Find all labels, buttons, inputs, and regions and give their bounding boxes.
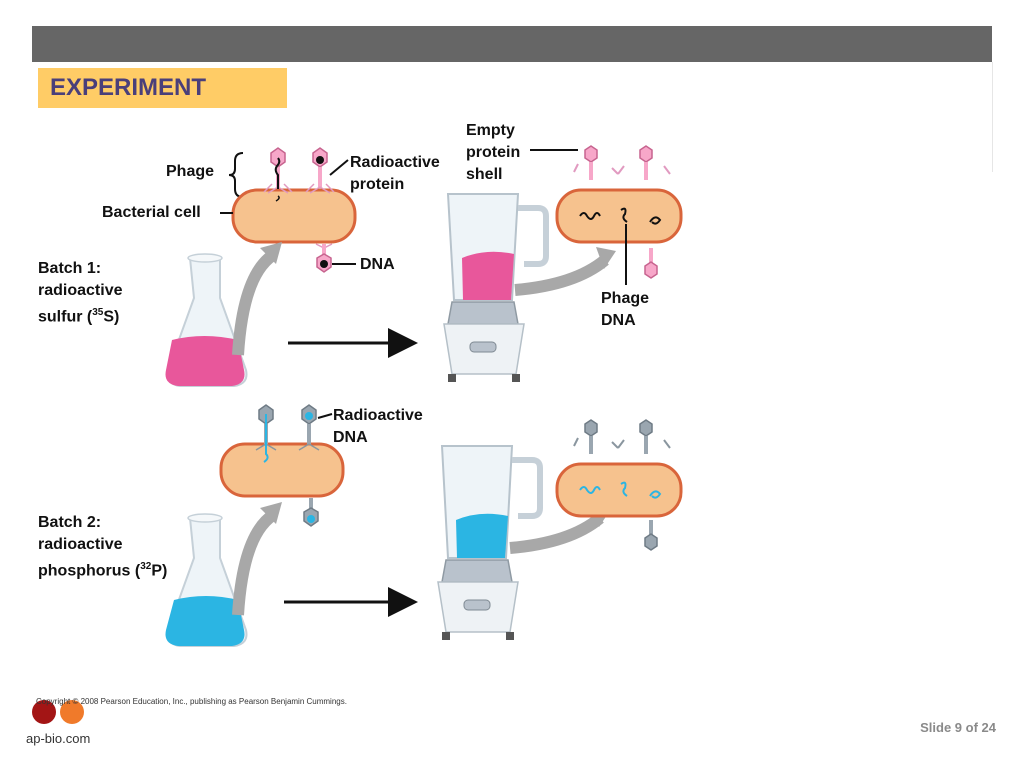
bacterial-cell-icon: [233, 190, 355, 242]
batch-2-isotope-symbol: P): [151, 562, 167, 579]
batch-1-line2: radioactive: [38, 282, 122, 299]
slide-number: Slide 9 of 24: [920, 720, 996, 735]
batch-2-label: Batch 2: radioactive phosphorus (32P): [38, 512, 167, 582]
phage-icon: [306, 148, 334, 193]
batch-2-line2: radioactive: [38, 536, 122, 553]
label-radioactive-protein: Radioactive protein: [350, 152, 440, 196]
site-name: ap-bio.com: [26, 731, 90, 746]
label-dna: DNA: [360, 254, 395, 276]
batch-2-isotope-mass: 32: [140, 561, 151, 572]
label-phage-dna: Phage DNA: [601, 288, 649, 332]
arrow-icon: [510, 518, 600, 548]
batch-2-line3: phosphorus (: [38, 562, 140, 579]
arrow-icon: [238, 515, 273, 615]
batch-1-label: Batch 1: radioactive sulfur (35S): [38, 258, 122, 328]
copyright-text: Copyright © 2008 Pearson Education, Inc.…: [36, 697, 347, 706]
bacterial-cell-icon: [557, 464, 681, 516]
batch-1-line3: sulfur (: [38, 308, 92, 325]
label-bacterial-cell: Bacterial cell: [102, 202, 201, 224]
phage-icon: [316, 244, 332, 272]
label-empty-protein-shell: Empty protein shell: [466, 120, 520, 186]
arrow-icon: [238, 255, 273, 355]
batch-1-title: Batch 1:: [38, 260, 101, 277]
bacterial-cell-icon: [557, 190, 681, 242]
flask-icon: [166, 514, 247, 646]
batch-1-isotope-mass: 35: [92, 307, 103, 318]
bacterial-cell-icon: [221, 444, 343, 496]
label-phage: Phage: [166, 161, 214, 183]
phage-icon: [304, 498, 318, 526]
batch-2-title: Batch 2:: [38, 514, 101, 531]
flask-icon: [166, 254, 247, 386]
batch-1-isotope-symbol: S): [103, 308, 119, 325]
phage-brace: [229, 153, 243, 197]
label-radioactive-dna: Radioactive DNA: [333, 405, 423, 449]
